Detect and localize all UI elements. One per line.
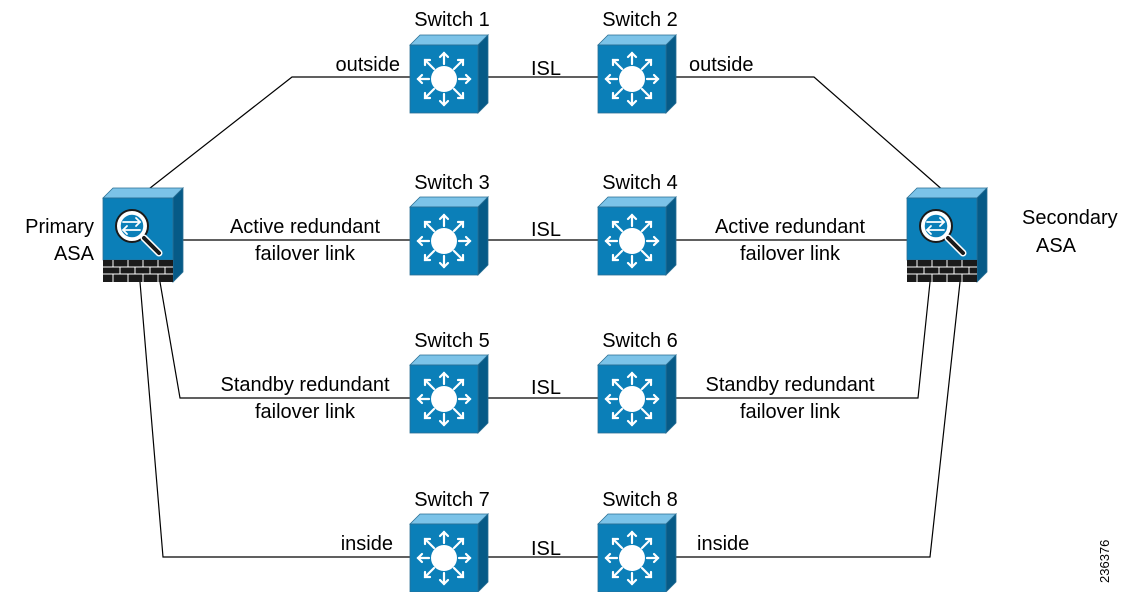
link-primary-inside [139,281,410,558]
primary-asa-label-line1: Primary [25,216,94,238]
switch-7-label: Switch 7 [414,489,490,511]
standby-right-label-line1: Standby redundant [705,374,874,396]
switch-4-label: Switch 4 [602,172,678,194]
isl-label-2: ISL [531,219,561,241]
secondary-asa-label-line2: ASA [1036,235,1077,257]
active-right-label-line2: failover link [740,243,841,265]
switch-3-icon [408,195,490,277]
figure-id: 236376 [1097,540,1112,583]
switch-5-label: Switch 5 [414,330,490,352]
link-secondary-standby [676,281,931,399]
connection-lines [139,76,961,558]
switch-2-label: Switch 2 [602,9,678,31]
switch-7-icon [408,512,490,592]
standby-left-label-line1: Standby redundant [220,374,389,396]
active-left-label-line1: Active redundant [230,216,381,238]
switch-1-icon [408,33,490,115]
switch-8-label: Switch 8 [602,489,678,511]
switch-3-label: Switch 3 [414,172,490,194]
link-secondary-outside [676,76,946,193]
switch-5-icon [408,353,490,435]
standby-right-label-line2: failover link [740,401,841,423]
link-primary-standby [159,281,410,399]
outside-left-label: outside [336,54,401,76]
link-primary-outside [144,76,410,193]
switch-1-label: Switch 1 [414,9,490,31]
switch-8-icon [596,512,678,592]
isl-label-4: ISL [531,538,561,560]
primary-asa-icon [103,188,183,282]
switch-6-label: Switch 6 [602,330,678,352]
link-secondary-inside [676,281,961,558]
switch-4-icon [596,195,678,277]
outside-right-label: outside [689,54,754,76]
active-right-label-line1: Active redundant [715,216,866,238]
primary-asa-label-line2: ASA [54,243,95,265]
switch-6-icon [596,353,678,435]
standby-left-label-line2: failover link [255,401,356,423]
secondary-asa-label-line1: Secondary [1022,207,1118,229]
switch-2-icon [596,33,678,115]
isl-label-3: ISL [531,377,561,399]
isl-label-1: ISL [531,58,561,80]
inside-left-label: inside [341,533,393,555]
secondary-asa-icon [907,188,987,282]
inside-right-label: inside [697,533,749,555]
active-left-label-line2: failover link [255,243,356,265]
